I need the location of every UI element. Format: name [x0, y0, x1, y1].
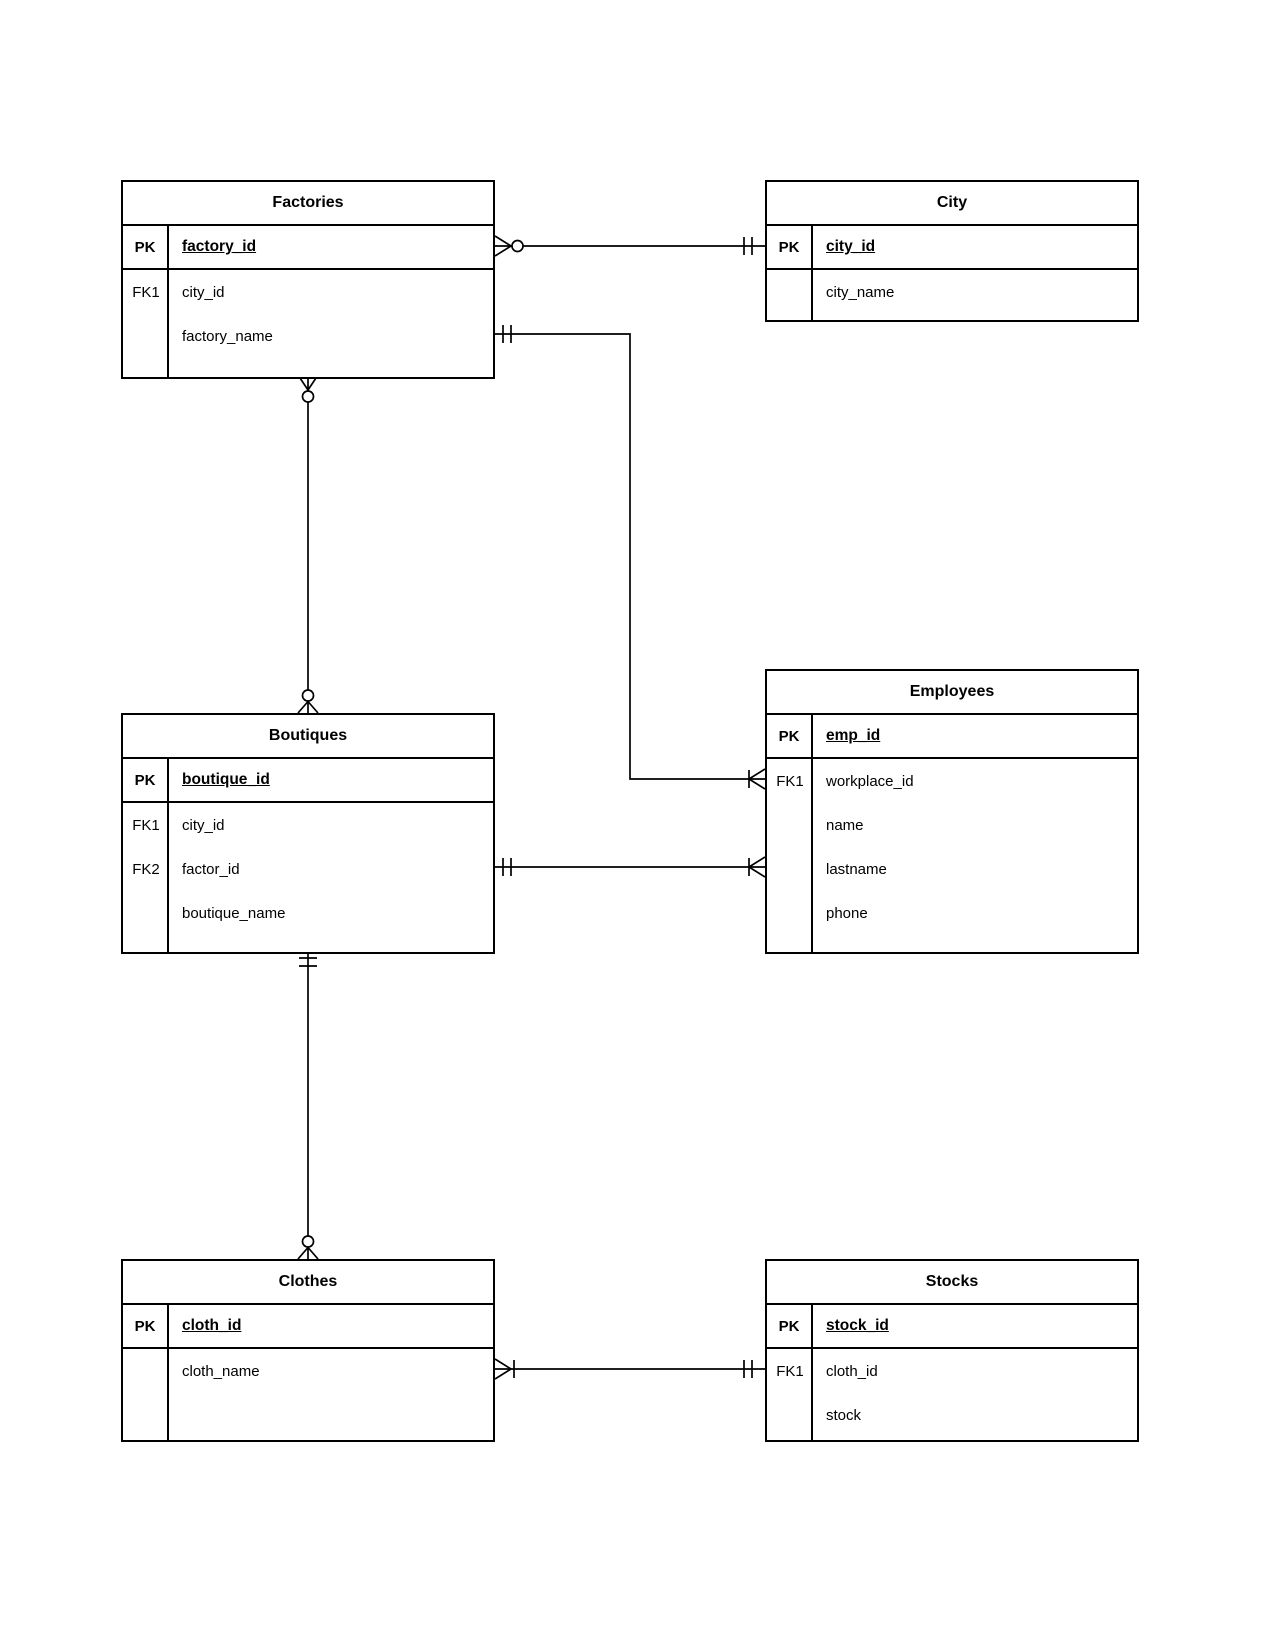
entity-table-boutiques: Boutiques PK boutique_id FK1 city_id FK2…	[121, 713, 495, 954]
primary-key-row: PK factory_id	[123, 226, 493, 270]
connector-factories-employees	[495, 325, 766, 790]
entity-title: Employees	[767, 671, 1137, 715]
attribute-row: name	[767, 803, 1137, 847]
primary-key-row: PK city_id	[767, 226, 1137, 270]
entity-title: City	[767, 182, 1137, 226]
key-label	[767, 1393, 813, 1437]
attribute-name: cloth_name	[182, 1362, 260, 1380]
pk-field: factory_id	[182, 238, 257, 255]
attribute-name: factory_name	[182, 327, 273, 345]
key-label: FK1	[132, 816, 160, 834]
primary-key-row: PK cloth_id	[123, 1305, 493, 1349]
attribute-row: FK1 city_id	[123, 270, 493, 314]
key-label: PK	[767, 226, 813, 268]
attributes-section: city_name	[767, 270, 1137, 320]
key-label: PK	[123, 226, 169, 268]
key-label: FK1	[776, 1362, 804, 1380]
key-label: FK2	[132, 860, 160, 878]
attribute-name: name	[826, 816, 864, 834]
pk-field: stock_id	[826, 1317, 889, 1334]
attribute-name: lastname	[826, 860, 887, 878]
attribute-row: lastname	[767, 847, 1137, 891]
attribute-name: phone	[826, 904, 868, 922]
connector-factories-boutiques	[297, 374, 319, 714]
primary-key-row: PK emp_id	[767, 715, 1137, 759]
entity-title: Boutiques	[123, 715, 493, 759]
attribute-name: city_name	[826, 283, 895, 301]
attribute-row: FK1 city_id	[123, 803, 493, 847]
key-label	[767, 803, 813, 847]
key-label: PK	[767, 715, 813, 757]
attribute-row: FK1 workplace_id	[767, 759, 1137, 803]
key-label	[123, 1349, 169, 1393]
key-label	[123, 891, 169, 935]
attribute-row: FK2 factor_id	[123, 847, 493, 891]
attribute-row: FK1 cloth_id	[767, 1349, 1137, 1393]
pk-field: city_id	[826, 238, 876, 255]
key-label: FK1	[132, 283, 160, 301]
key-label: PK	[123, 1305, 169, 1347]
attribute-row: factory_name	[123, 314, 493, 358]
pk-field: boutique_id	[182, 771, 270, 788]
attribute-row: phone	[767, 891, 1137, 935]
attribute-name: cloth_id	[826, 1362, 878, 1380]
pk-field: cloth_id	[182, 1317, 242, 1334]
entity-title: Factories	[123, 182, 493, 226]
key-label: PK	[767, 1305, 813, 1347]
entity-title: Clothes	[123, 1261, 493, 1305]
entity-table-factories: Factories PK factory_id FK1 city_id fact…	[121, 180, 495, 379]
attribute-name: city_id	[182, 283, 225, 301]
attributes-section: FK1 workplace_id name lastname phone	[767, 759, 1137, 952]
key-label	[767, 847, 813, 891]
entity-table-stocks: Stocks PK stock_id FK1 cloth_id stock	[765, 1259, 1139, 1442]
entity-table-city: City PK city_id city_name	[765, 180, 1139, 322]
attribute-row: stock	[767, 1393, 1137, 1437]
connector-boutiques-clothes	[297, 950, 319, 1260]
entity-title: Stocks	[767, 1261, 1137, 1305]
connector-boutiques-employees	[495, 856, 766, 878]
attribute-name: factor_id	[182, 860, 240, 878]
connector-factories-city	[494, 235, 765, 257]
entity-table-clothes: Clothes PK cloth_id cloth_name	[121, 1259, 495, 1442]
attribute-name: boutique_name	[182, 904, 286, 922]
key-label	[767, 891, 813, 935]
primary-key-row: PK boutique_id	[123, 759, 493, 803]
entity-table-employees: Employees PK emp_id FK1 workplace_id nam…	[765, 669, 1139, 954]
key-label: PK	[123, 759, 169, 801]
attribute-row: cloth_name	[123, 1349, 493, 1393]
attributes-section: cloth_name	[123, 1349, 493, 1440]
key-label: FK1	[776, 772, 804, 790]
primary-key-row: PK stock_id	[767, 1305, 1137, 1349]
attribute-name: workplace_id	[826, 772, 914, 790]
attributes-section: FK1 city_id factory_name	[123, 270, 493, 377]
attribute-name: stock	[826, 1406, 862, 1424]
attributes-section: FK1 city_id FK2 factor_id boutique_name	[123, 803, 493, 952]
attribute-name: city_id	[182, 816, 225, 834]
key-label	[123, 314, 169, 358]
attribute-row: boutique_name	[123, 891, 493, 935]
connector-clothes-stocks	[494, 1358, 765, 1380]
pk-field: emp_id	[826, 727, 881, 744]
attributes-section: FK1 cloth_id stock	[767, 1349, 1137, 1440]
attribute-row: city_name	[767, 270, 1137, 314]
key-label	[767, 270, 813, 314]
